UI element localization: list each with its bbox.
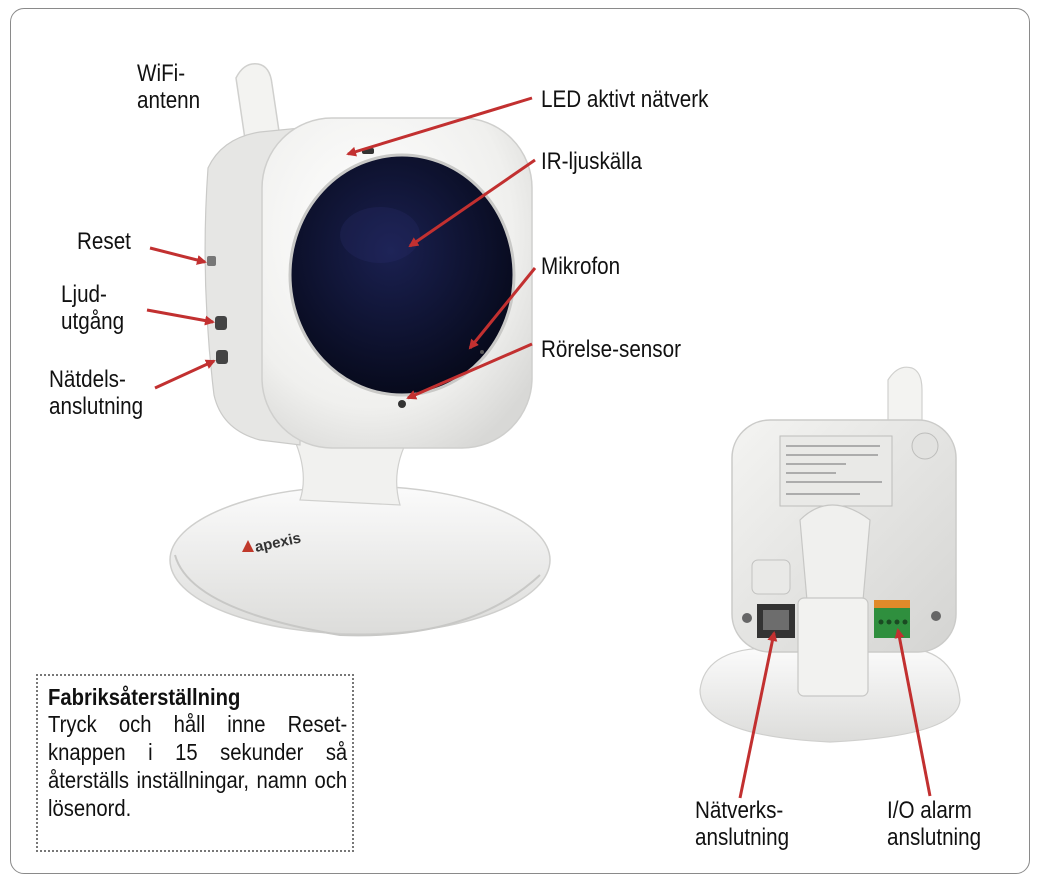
- label-io-alarm-line1: I/O alarm: [887, 797, 972, 824]
- stand-clip: [751, 559, 791, 595]
- label-audio-out-line1: Ljud-: [61, 281, 107, 308]
- stand-post: [797, 597, 869, 697]
- label-ir: IR-ljuskälla: [541, 148, 642, 175]
- label-wifi-antenna-line2: antenn: [137, 87, 201, 114]
- callout-arrows: [146, 96, 932, 799]
- label-io-alarm: I/O alarm anslutning: [887, 797, 981, 851]
- motion-sensor-dot: [398, 400, 406, 408]
- label-wifi-antenna: WiFi- antenn: [137, 60, 200, 114]
- label-audio-out: Ljud- utgång: [61, 281, 124, 335]
- note-body: Tryck och håll inne Reset-knappen i 15 s…: [48, 711, 348, 821]
- label-power: Nätdels- anslutning: [49, 366, 143, 420]
- label-audio-out-line2: utgång: [61, 308, 125, 335]
- stand-arm: [799, 504, 871, 613]
- camera-lens: [288, 153, 516, 397]
- factory-reset-note: Fabriksåterställning Tryck och håll inne…: [36, 674, 354, 852]
- audio-port: [215, 316, 227, 330]
- arrow-ir: [408, 158, 536, 248]
- arrow-power: [154, 359, 216, 390]
- label-io-alarm-line2: anslutning: [887, 824, 982, 851]
- label-wifi-antenna-line1: WiFi-: [137, 60, 186, 87]
- label-network-line1: Nätverks-: [695, 797, 784, 824]
- camera-base: [169, 485, 551, 635]
- arrow-network: [738, 631, 778, 799]
- mic-dot: [480, 350, 484, 354]
- label-microphone: Mikrofon: [541, 253, 621, 280]
- brand-mark: [242, 540, 254, 552]
- screw-right: [931, 611, 941, 621]
- arrow-audio: [146, 308, 215, 326]
- label-reset: Reset: [77, 228, 131, 255]
- arrow-reset: [149, 246, 207, 265]
- arrow-io: [894, 628, 932, 797]
- label-network: Nätverks- anslutning: [695, 797, 789, 851]
- arrow-led: [346, 96, 533, 157]
- note-title: Fabriksåterställning: [48, 684, 241, 710]
- label-led: LED aktivt nätverk: [541, 86, 709, 113]
- screw-left: [742, 613, 752, 623]
- label-power-line2: anslutning: [49, 393, 144, 420]
- label-network-line2: anslutning: [695, 824, 790, 851]
- back-camera: [699, 366, 961, 743]
- label-motion-sensor: Rörelse-sensor: [541, 336, 681, 363]
- arrow-motion: [406, 342, 533, 400]
- reset-port: [207, 256, 216, 266]
- power-port: [216, 350, 228, 364]
- front-camera: apexis: [169, 63, 551, 637]
- wifi-antenna-shape: [235, 63, 281, 147]
- speaker-grille: [911, 432, 939, 460]
- label-power-line1: Nätdels-: [49, 366, 126, 393]
- arrow-mic: [468, 267, 537, 350]
